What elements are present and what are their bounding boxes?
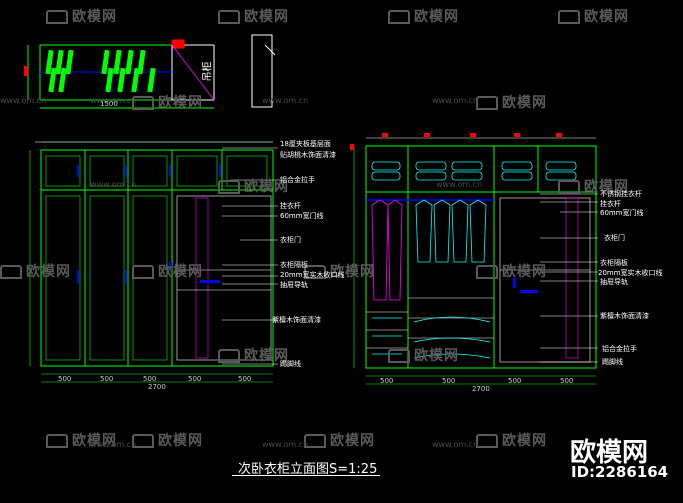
annotation-right: 铝合金拉手 [602,345,637,353]
plan-dimension: 1500 [100,100,118,108]
left-segment-dimension: 500 [188,375,202,383]
watermark-url: www.om.cn [90,440,137,449]
annotation-left: 紫檀木饰面清漆 [272,316,321,324]
annotation-left: 抽屉导轨 [280,281,308,289]
right-top-marks [350,133,562,150]
annotation-left: 踢脚线 [280,360,301,368]
annotation-left: 贴胡桃木饰面清漆 [280,151,336,159]
annotation-right: 踢脚线 [602,358,623,366]
left-segment-dimension: 500 [238,375,252,383]
plan-hangers [24,49,156,93]
annotation-right: 挂衣杆 [600,200,621,208]
left-handles [77,165,221,284]
annotation-left: 衣柜隔板 [280,261,308,269]
right-folded-clothes [371,161,577,181]
annotation-right: 不锈钢挂衣杆 [600,190,642,198]
brand-watermark: 欧模网 [570,438,649,468]
right-hanging-clothes [371,199,491,359]
watermark-logo: 欧模网 [476,261,547,281]
watermark-logo: 欧模网 [304,430,375,450]
annotation-left: 20mm宽实木收口线 [280,271,345,279]
watermark-logo: 欧模网 [132,430,203,450]
left-segment-dimension: 500 [100,375,114,383]
watermark-logo: 欧模网 [46,6,117,26]
watermark-url: www.om.cn [90,180,137,189]
annotation-right: 抽屉导轨 [600,278,628,286]
drawing-title: 次卧衣柜立面图S=1:25 [238,462,378,477]
watermark-logo: 欧模网 [476,92,547,112]
watermark-logo: 欧模网 [476,430,547,450]
right-elevation [353,137,597,385]
watermark-logo: 欧模网 [218,345,289,365]
right-segment-dimension: 500 [508,377,522,385]
plan-view [27,34,276,109]
left-elevation [29,141,274,383]
right-segment-dimension: 500 [380,377,394,385]
left-segment-dimension: 500 [58,375,72,383]
annotation-right: 衣柜门 [604,234,625,242]
watermark-url: www.om.cn [0,96,47,105]
watermark-logo: 欧模网 [388,345,459,365]
watermark-logo: 欧模网 [46,430,117,450]
right-total-dimension: 2700 [472,385,490,393]
title-underline [232,475,380,476]
watermark-url: www.om.cn [90,96,137,105]
right-segment-dimension: 500 [560,377,574,385]
watermark-url: www.om.cn [432,440,479,449]
right-segment-dimension: 500 [442,377,456,385]
right-handles [513,278,538,293]
watermark-logo: 欧模网 [132,92,203,112]
annotation-right: 20mm宽实木收口线 [598,269,663,277]
left-segment-dimension: 500 [143,375,157,383]
annotation-right: 60mm宽门线 [600,209,644,217]
left-total-dimension: 2700 [148,383,166,391]
watermark-logo: 欧模网 [558,176,629,196]
watermark-url: www.om.cn [432,96,479,105]
watermark-url: www.om.cn [262,96,309,105]
annotation-left: 18厘夹板基层面 [280,140,331,148]
brand-id: ID:2286164 [571,463,669,481]
watermark-logo: 欧模网 [558,6,629,26]
annotation-right: 紫檀木饰面清漆 [600,312,649,320]
annotation-left: 铝合金拉手 [280,176,315,184]
plan-cabinet-label: 吊柜 [202,61,214,82]
watermark-url: www.om.cn [436,180,483,189]
watermark-logo: 欧模网 [132,261,203,281]
right-leaders [540,193,598,363]
annotation-right: 衣柜隔板 [600,259,628,267]
watermark-logo: 欧模网 [304,261,375,281]
watermark-logo: 欧模网 [218,176,289,196]
left-leaders [222,147,278,365]
annotation-left: 衣柜门 [280,236,301,244]
watermark-url: www.om.cn [262,440,309,449]
watermark-logo: 欧模网 [218,6,289,26]
annotation-left: 挂衣杆 [280,202,301,210]
watermark-logo: 欧模网 [0,261,71,281]
watermark-logo: 欧模网 [388,6,459,26]
annotation-left: 60mm宽门线 [280,212,324,220]
